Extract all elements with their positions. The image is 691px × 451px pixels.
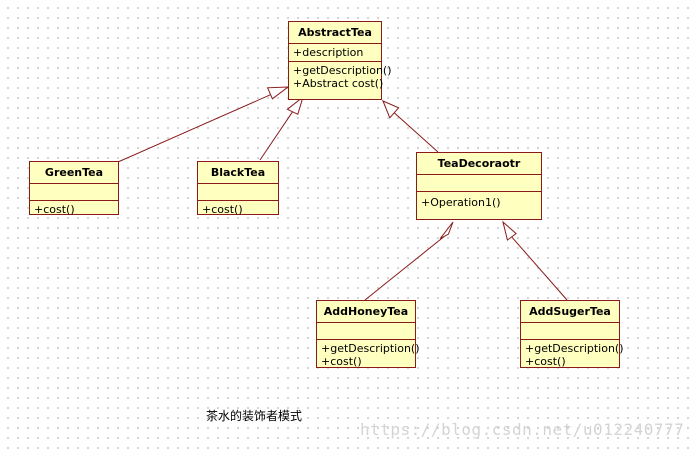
class-greentea[interactable]: GreenTea +cost() <box>29 161 119 218</box>
class-operations: +Operation1() <box>417 192 541 211</box>
class-name: TeaDecoraotr <box>417 153 541 175</box>
inheritance-arrowhead <box>266 86 290 100</box>
class-operations: +cost() <box>30 201 118 218</box>
class-attributes <box>417 175 541 192</box>
operation: +cost() <box>34 203 75 216</box>
operation: +Operation1() <box>421 196 501 209</box>
link-addhoneytea-teadecorator <box>364 236 445 301</box>
class-addhoneytea[interactable]: AddHoneyTea +getDescription() +cost() <box>316 300 420 370</box>
class-operations: +getDescription() +cost() <box>317 340 420 370</box>
inheritance-arrowhead <box>286 95 304 116</box>
class-name: GreenTea <box>30 162 118 184</box>
diagram-caption: 茶水的装饰者模式 <box>206 409 303 423</box>
operation: +getDescription() <box>321 342 420 355</box>
class-name: AbstractTea <box>289 22 381 44</box>
operation: +getDescription() <box>525 342 624 355</box>
inheritance-arrowhead <box>439 221 454 240</box>
class-attributes <box>317 323 415 340</box>
operation: +cost() <box>202 203 243 216</box>
link-greentea-abstracttea <box>117 93 274 163</box>
class-attributes <box>198 184 278 201</box>
class-attributes <box>521 323 619 340</box>
class-blacktea[interactable]: BlackTea +cost() <box>197 161 279 218</box>
class-teadecoraotr[interactable]: TeaDecoraotr +Operation1() <box>416 152 542 220</box>
watermark: https://blog.csdn.net/u012240777 <box>360 420 685 439</box>
class-name: AddHoneyTea <box>317 301 415 323</box>
class-name: BlackTea <box>198 162 278 184</box>
class-abstracttea[interactable]: AbstractTea +description +getDescription… <box>288 21 392 100</box>
class-attributes: +description <box>289 44 381 62</box>
link-addsugertea-teadecorator <box>511 236 568 301</box>
operation: +cost() <box>321 355 362 368</box>
class-name: AddSugerTea <box>521 301 619 323</box>
inheritance-arrowhead <box>382 100 400 119</box>
class-operations: +cost() <box>198 201 278 218</box>
class-operations: +getDescription() +Abstract cost() <box>289 62 392 92</box>
operation: +getDescription() <box>293 64 392 77</box>
link-blacktea-abstracttea <box>259 111 294 161</box>
operation: +Abstract cost() <box>293 77 384 90</box>
class-operations: +getDescription() +cost() <box>521 340 624 370</box>
class-attributes <box>30 184 118 201</box>
inheritance-arrowhead <box>502 220 517 241</box>
link-teadecorator-abstracttea <box>393 112 439 153</box>
class-addsugertea[interactable]: AddSugerTea +getDescription() +cost() <box>520 300 624 370</box>
attribute: +description <box>293 46 364 59</box>
operation: +cost() <box>525 355 566 368</box>
